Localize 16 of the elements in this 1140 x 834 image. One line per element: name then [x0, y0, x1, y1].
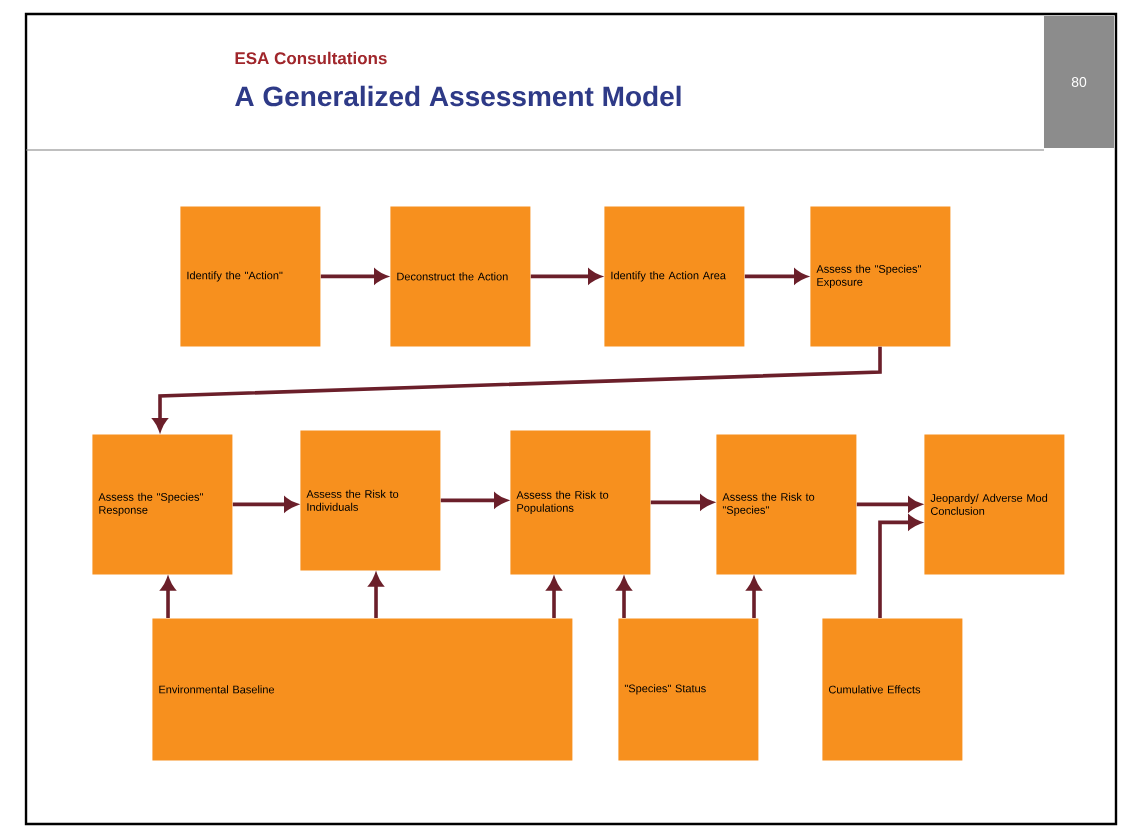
arrow — [152, 346, 882, 432]
arrow — [856, 497, 922, 512]
arrow — [744, 269, 808, 284]
arrow — [368, 573, 384, 618]
arrow — [616, 577, 632, 618]
arrow — [546, 577, 562, 618]
arrow — [232, 497, 298, 512]
arrow — [650, 495, 714, 510]
subtitle: ESA Consultations — [235, 51, 387, 65]
arrow — [440, 493, 508, 508]
arrow — [878, 515, 922, 618]
arrow — [530, 269, 602, 284]
arrow — [160, 577, 176, 618]
arrow — [746, 577, 762, 618]
title: A Generalized Assessment Model — [235, 85, 681, 107]
arrow — [320, 269, 388, 284]
